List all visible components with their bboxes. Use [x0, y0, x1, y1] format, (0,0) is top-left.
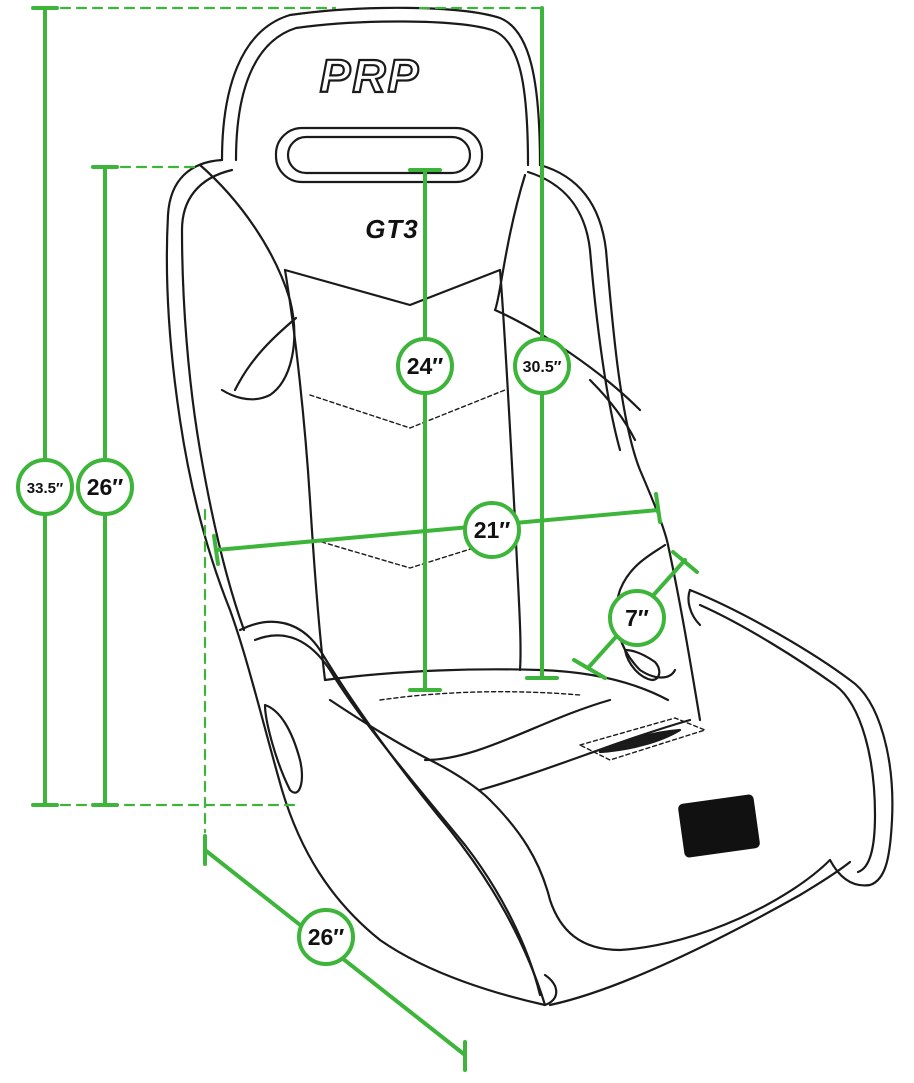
right-bolster-cutout [623, 648, 661, 682]
seat-cushion-front [323, 668, 670, 702]
seat-cushion-mid [423, 698, 612, 762]
reference-dashes [43, 6, 547, 834]
gt3-logo: GT3 [365, 214, 419, 244]
badge-overall-height: 33.5″ [16, 458, 74, 516]
seat-front-lip [488, 798, 832, 952]
badge-width: 21″ [463, 501, 521, 559]
headrest-outline [220, 6, 542, 167]
right-lower-wing-top [687, 588, 702, 627]
right-lower-wing [688, 588, 894, 887]
dimension-badges: 33.5″ 26″ 24″ 30.5″ 21″ 7″ 26″ [16, 337, 666, 966]
seat-slot-outer [579, 717, 706, 761]
left-side-cutout [263, 703, 304, 794]
right-bolster-inner [493, 173, 642, 412]
dimension-lines [31, 6, 699, 1072]
left-bolster-shoulder [233, 316, 298, 392]
right-wing-outline [538, 163, 670, 547]
seat-cushion-stitch [379, 691, 581, 701]
seat-outline [165, 6, 894, 1007]
back-chevron-top [283, 268, 502, 307]
label-width: 21″ [474, 517, 511, 543]
badge-bolster: 7″ [608, 589, 666, 647]
left-bolster-inner [198, 163, 296, 401]
prp-logo: PRP [320, 50, 421, 102]
label-inner-back: 24″ [407, 353, 444, 379]
badge-back-height: 30.5″ [513, 337, 571, 395]
brand-marks: PRP GT3 [319, 49, 421, 244]
seat-base-bottom [548, 860, 852, 1007]
label-overall-height: 33.5″ [27, 480, 63, 497]
back-center-right [498, 268, 522, 672]
left-wing-outline [165, 158, 558, 1007]
width-line [214, 508, 660, 552]
back-center-left [283, 268, 327, 682]
right-side-edge [666, 543, 702, 722]
seat-cushion-front-edge [478, 718, 692, 792]
label-bolster: 7″ [625, 605, 649, 631]
back-chevron-stitch-1 [309, 389, 506, 429]
label-back-height: 30.5″ [523, 359, 562, 376]
badge-seat-height: 26″ [76, 458, 134, 516]
badge-inner-back: 24″ [396, 337, 454, 395]
badge-depth: 26″ [297, 908, 355, 966]
seat-tag [678, 794, 760, 858]
left-wing-stitch [180, 168, 246, 632]
right-wing-crease [588, 378, 637, 442]
harness-slot-outer [274, 126, 484, 184]
seat-cushion-left-edge [328, 698, 492, 802]
label-depth: 26″ [308, 924, 345, 950]
headrest-inner-line [234, 20, 530, 167]
label-seat-height: 26″ [87, 474, 124, 500]
seat-slot-inner [598, 728, 682, 754]
right-lower-wing-stitch [698, 603, 877, 874]
right-wing-stitch [526, 170, 622, 452]
left-leg-stitch [253, 634, 542, 997]
harness-slot-inner [286, 135, 472, 175]
